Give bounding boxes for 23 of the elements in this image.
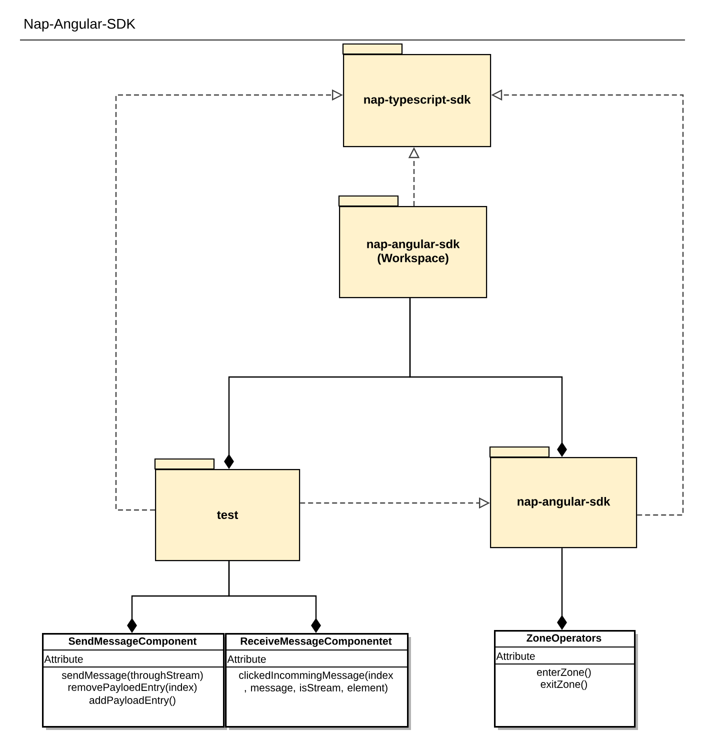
attribute-text: Attribute [227,655,266,663]
composition-line [557,548,567,630]
class-box [42,633,227,730]
method-text: exitZone() [540,680,587,690]
package-box: nap-typescript-sdk [342,43,492,148]
method-text: enterZone() [537,668,591,678]
class-name: ReceiveMessageComponentet [240,637,392,647]
composition-line [409,298,567,457]
method-text: removePayloedEntry(index) [68,683,197,693]
method-text: sendMessage(throughStream) [62,671,203,681]
method-text: clickedIncommingMessage(index , message, isStream, element) [239,671,394,694]
title: Nap-Angular-SDK [24,18,136,32]
attribute-text: Attribute [44,655,83,663]
composition-line [228,561,321,633]
class-box [494,630,638,730]
package-box: test [154,458,300,562]
method-text: addPayloadEntry() [89,696,176,706]
class-box [224,633,411,730]
class-name: SendMessageComponent [68,637,197,647]
attribute-text: Attribute [496,652,535,660]
class-name: ZoneOperators [526,634,602,644]
package-box: nap-angular-sdk (Workspace) [338,195,488,298]
package-box: nap-angular-sdk [489,446,638,548]
